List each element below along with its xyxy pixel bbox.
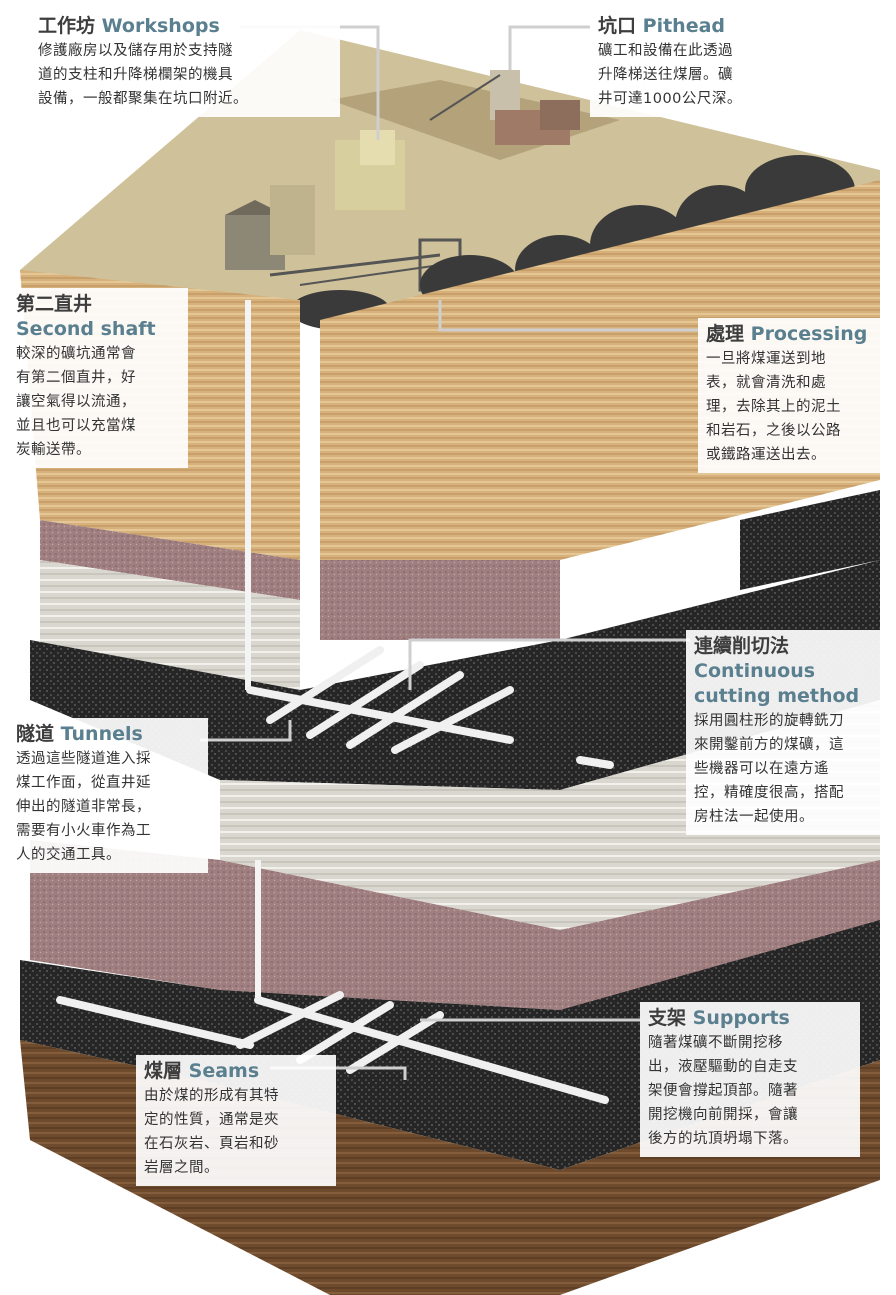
text-line: 房柱法一起使用。 xyxy=(694,809,814,825)
label-supports: 支架 Supports 隨著煤礦不斷開挖移 出，液壓驅動的自走支 架便會撐起頂部… xyxy=(640,1002,860,1157)
label-seams-title: 煤層 Seams xyxy=(144,1059,328,1084)
text-line: 出，液壓驅動的自走支 xyxy=(648,1059,798,1075)
leader-tunnels xyxy=(200,720,292,742)
label-supports-title: 支架 Supports xyxy=(648,1006,852,1031)
title-zh: 連續削切法 xyxy=(694,635,790,657)
text-line: 些機器可以在遠方遙 xyxy=(694,761,829,777)
title-zh: 處理 xyxy=(706,323,745,345)
title-en: Tunnels xyxy=(60,723,143,745)
label-supports-text: 隨著煤礦不斷開挖移 出，液壓驅動的自走支 架便會撐起頂部。隨著 開挖機向前開採，… xyxy=(648,1031,852,1151)
workshop-buildings xyxy=(225,130,405,270)
pithead-buildings xyxy=(429,70,580,145)
text-line: 理，去除其上的泥土 xyxy=(706,399,841,415)
text-line: 有第二個直井，好 xyxy=(16,370,136,386)
shale-layer-middle xyxy=(30,840,880,1010)
title-en: Seams xyxy=(188,1060,260,1082)
text-line: 架便會撐起頂部。隨著 xyxy=(648,1083,798,1099)
label-pithead-title: 坑口 Pithead xyxy=(598,14,782,39)
text-line: 隨著煤礦不斷開挖移 xyxy=(648,1035,783,1051)
label-seams: 煤層 Seams 由於煤的形成有其特 定的性質，通常是夾 在石灰岩、頁岩和砂 岩… xyxy=(136,1055,336,1186)
label-continuous-title: 連續削切法 Continuous cutting method xyxy=(694,634,883,709)
label-tunnels: 隧道 Tunnels 透過這些隧道進入採 煤工作面，從直井延 伸出的隧道非常長，… xyxy=(8,718,208,873)
text-line: 一旦將煤運送到地 xyxy=(706,351,826,367)
leader-processing xyxy=(438,300,700,332)
leader-continuous xyxy=(408,638,690,690)
text-line: 修護廠房以及儲存用於支持隧 xyxy=(38,43,233,59)
title-en: cutting method xyxy=(694,685,860,707)
text-line: 並且也可以充當煤 xyxy=(16,418,136,434)
text-line: 設備，一般都聚集在坑口附近。 xyxy=(38,91,248,107)
text-line: 來開鑿前方的煤礦，這 xyxy=(694,737,844,753)
leader-pithead xyxy=(508,25,590,70)
text-line: 讓空氣得以流通， xyxy=(16,394,136,410)
text-line: 控，精確度很高，搭配 xyxy=(694,785,844,801)
text-line: 由於煤的形成有其特 xyxy=(144,1088,279,1104)
label-second-shaft-title: 第二直井 Second shaft xyxy=(16,292,180,342)
label-tunnels-title: 隧道 Tunnels xyxy=(16,722,200,747)
text-line: 和岩石，之後以公路 xyxy=(706,423,841,439)
label-continuous-cutting: 連續削切法 Continuous cutting method 採用圓柱形的旋轉… xyxy=(686,630,891,835)
title-zh: 煤層 xyxy=(144,1060,183,1082)
text-line: 需要有小火車作為工 xyxy=(16,823,151,839)
label-second-shaft-text: 較深的礦坑通常會 有第二個直井，好 讓空氣得以流通， 並且也可以充當煤 炭輸送帶… xyxy=(16,342,180,462)
upper-tunnels xyxy=(246,646,614,769)
label-processing-text: 一旦將煤運送到地 表，就會清洗和處 理，去除其上的泥土 和岩石，之後以公路 或鐵… xyxy=(706,347,880,467)
title-en: Processing xyxy=(750,323,868,345)
text-line: 人的交通工具。 xyxy=(16,847,121,863)
title-en: Workshops xyxy=(101,15,220,37)
title-zh: 坑口 xyxy=(598,15,637,37)
label-seams-text: 由於煤的形成有其特 定的性質，通常是夾 在石灰岩、頁岩和砂 岩層之間。 xyxy=(144,1084,328,1180)
text-line: 透過這些隧道進入採 xyxy=(16,751,151,767)
text-line: 或鐵路運送出去。 xyxy=(706,447,826,463)
title-en: Supports xyxy=(692,1007,790,1029)
text-line: 採用圓柱形的旋轉銑刀 xyxy=(694,713,844,729)
coal-strip-right xyxy=(740,490,880,590)
text-line: 後方的坑頂坍塌下落。 xyxy=(648,1131,798,1147)
label-second-shaft: 第二直井 Second shaft 較深的礦坑通常會 有第二個直井，好 讓空氣得… xyxy=(8,288,188,468)
label-workshops-title: 工作坊 Workshops xyxy=(38,14,332,39)
text-line: 礦工和設備在此透過 xyxy=(598,43,733,59)
label-workshops: 工作坊 Workshops 修護廠房以及儲存用於支持隧 道的支柱和升降梯欄架的機… xyxy=(30,10,340,117)
text-line: 道的支柱和升降梯欄架的機具 xyxy=(38,67,233,83)
title-zh: 工作坊 xyxy=(38,15,96,37)
text-line: 炭輸送帶。 xyxy=(16,442,91,458)
text-line: 井可達1000公尺深。 xyxy=(598,91,742,107)
label-tunnels-text: 透過這些隧道進入採 煤工作面，從直井延 伸出的隧道非常長， 需要有小火車作為工 … xyxy=(16,747,200,867)
text-line: 較深的礦坑通常會 xyxy=(16,346,136,362)
title-en: Continuous xyxy=(694,660,816,682)
shale-layer-upper-right xyxy=(320,560,560,640)
title-zh: 隧道 xyxy=(16,723,55,745)
text-line: 表，就會清洗和處 xyxy=(706,375,826,391)
text-line: 岩層之間。 xyxy=(144,1160,219,1176)
label-continuous-text: 採用圓柱形的旋轉銑刀 來開鑿前方的煤礦，這 些機器可以在遠方遙 控，精確度很高，… xyxy=(694,709,883,829)
shale-layer-upper-left xyxy=(40,520,300,600)
label-processing: 處理 Processing 一旦將煤運送到地 表，就會清洗和處 理，去除其上的泥… xyxy=(698,318,888,473)
title-zh: 支架 xyxy=(648,1007,687,1029)
text-line: 升降梯送往煤層。礦 xyxy=(598,67,733,83)
label-pithead: 坑口 Pithead 礦工和設備在此透過 升降梯送往煤層。礦 井可達1000公尺… xyxy=(590,10,790,117)
title-zh: 第二直井 xyxy=(16,293,93,315)
text-line: 定的性質，通常是夾 xyxy=(144,1112,279,1128)
text-line: 伸出的隧道非常長， xyxy=(16,799,151,815)
lower-tunnels xyxy=(56,991,609,1104)
text-line: 在石灰岩、頁岩和砂 xyxy=(144,1136,279,1152)
text-line: 開挖機向前開採，會讓 xyxy=(648,1107,798,1123)
text-line: 煤工作面，從直井延 xyxy=(16,775,151,791)
title-en: Pithead xyxy=(642,15,725,37)
label-workshops-text: 修護廠房以及儲存用於支持隧 道的支柱和升降梯欄架的機具 設備，一般都聚集在坑口附… xyxy=(38,39,332,111)
label-processing-title: 處理 Processing xyxy=(706,322,880,347)
title-en: Second shaft xyxy=(16,318,156,340)
label-pithead-text: 礦工和設備在此透過 升降梯送往煤層。礦 井可達1000公尺深。 xyxy=(598,39,782,111)
